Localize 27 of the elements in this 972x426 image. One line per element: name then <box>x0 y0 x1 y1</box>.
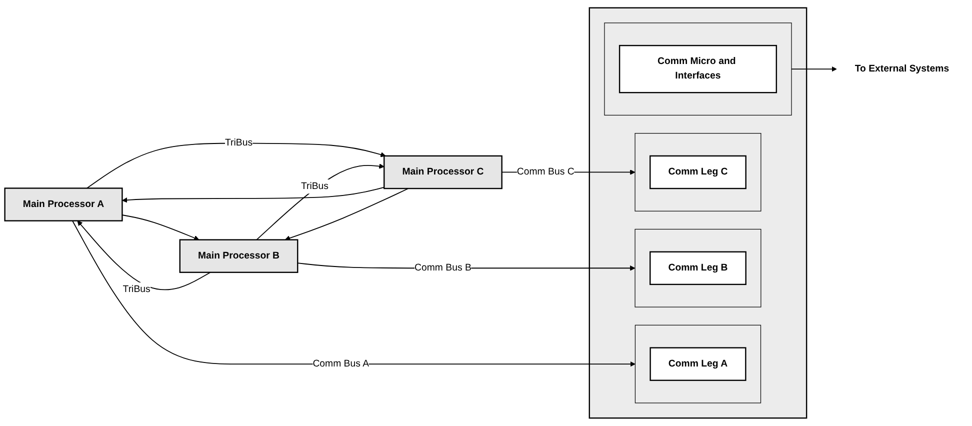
cluster <box>634 228 762 308</box>
arrow <box>256 164 384 240</box>
arrow <box>122 186 385 203</box>
node-box <box>650 347 746 381</box>
edge-label: Comm Bus C <box>516 166 574 178</box>
arrow <box>791 66 837 72</box>
node-box <box>384 155 502 190</box>
arrow <box>284 188 409 241</box>
node-box <box>4 188 123 222</box>
node-box <box>650 251 746 286</box>
edge-label: TriBus <box>122 284 150 294</box>
cluster <box>634 133 762 212</box>
edge-label: Comm Bus B <box>414 262 472 274</box>
cluster <box>588 7 808 419</box>
node-box <box>179 239 298 274</box>
cluster <box>604 22 792 116</box>
block-diagram: TriBus TriBus TriBus Comm Bus A Comm Bus B Comm Bus C Comm Micro and Interfaces Comm Leg C Comm Leg B Comm Leg A Main Processor A Main Processor B Main Processor C To External Systems <box>0 3 972 423</box>
node-box <box>650 155 746 190</box>
node-text: To External Systems <box>854 64 950 74</box>
edge-label: TriBus <box>300 181 328 192</box>
node-box <box>618 45 778 94</box>
cluster <box>634 324 762 404</box>
arrow <box>77 220 211 290</box>
arrow <box>86 142 386 189</box>
arrow <box>122 214 200 240</box>
edge-label: Comm Bus A <box>312 358 370 369</box>
edge-label: TriBus <box>224 138 253 148</box>
